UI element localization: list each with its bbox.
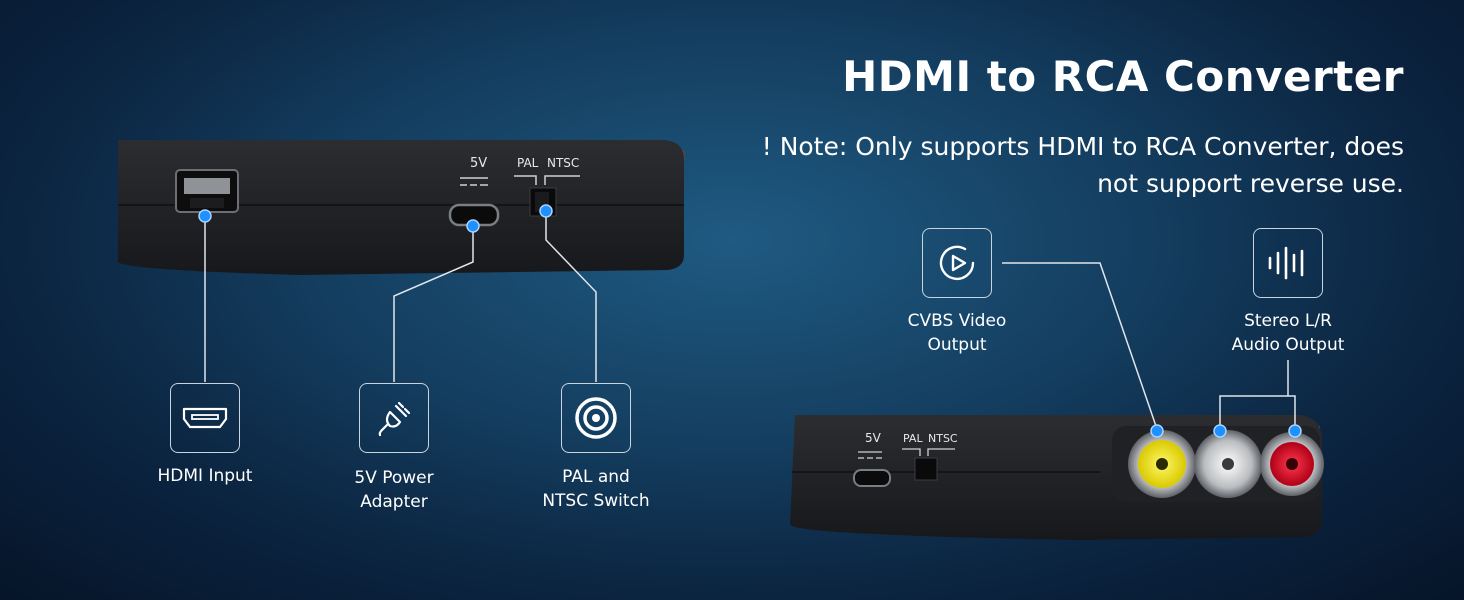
note-line-1: ! Note: Only supports HDMI to RCA Conver… [761,132,1404,161]
cvbs-video-label: CVBS Video Output [882,309,1032,357]
rca-white-jack [1194,430,1262,498]
voltage-marking: 5V [470,156,487,171]
right-device: 5V PAL NTSC [790,415,1324,540]
voltage-marking-2: 5V [865,431,882,445]
note-line-2: not support reverse use. [1097,169,1404,198]
pal-ntsc-label: PAL and NTSC Switch [521,465,671,513]
ntsc-marking: NTSC [547,156,579,170]
callout-lines [204,212,1296,433]
stereo-audio-label: Stereo L/R Audio Output [1213,309,1363,357]
rca-yellow-jack [1128,430,1196,498]
hdmi-input-label: HDMI Input [157,466,253,486]
switch-label-line-2: NTSC Switch [542,491,650,511]
power-adapter-label: 5V Power Adapter [319,466,469,514]
ntsc-marking-2: NTSC [928,432,958,445]
power-label-line-2: Adapter [360,492,428,512]
rca-red-jack [1260,432,1324,496]
usage-note: ! Note: Only supports HDMI to RCA Conver… [684,128,1404,202]
play-circle-icon [922,228,992,298]
audio-label-line-2: Audio Output [1231,335,1345,355]
target-switch-icon [561,383,631,453]
power-plug-icon [359,383,429,453]
video-label-line-1: CVBS Video [907,311,1007,331]
hdmi-port [175,169,239,213]
audio-waveform-icon [1253,228,1323,298]
page-title: HDMI to RCA Converter [842,52,1404,101]
audio-label-line-1: Stereo L/R [1244,311,1332,331]
power-label-line-1: 5V Power [354,468,434,488]
left-device: 5V PAL NTSC [118,140,685,275]
switch-label-line-1: PAL and [562,467,630,487]
hdmi-port-icon [170,383,240,453]
callout-dots [198,204,1302,438]
pal-marking: PAL [517,156,539,170]
video-label-line-2: Output [927,335,987,355]
pal-marking-2: PAL [903,432,923,445]
